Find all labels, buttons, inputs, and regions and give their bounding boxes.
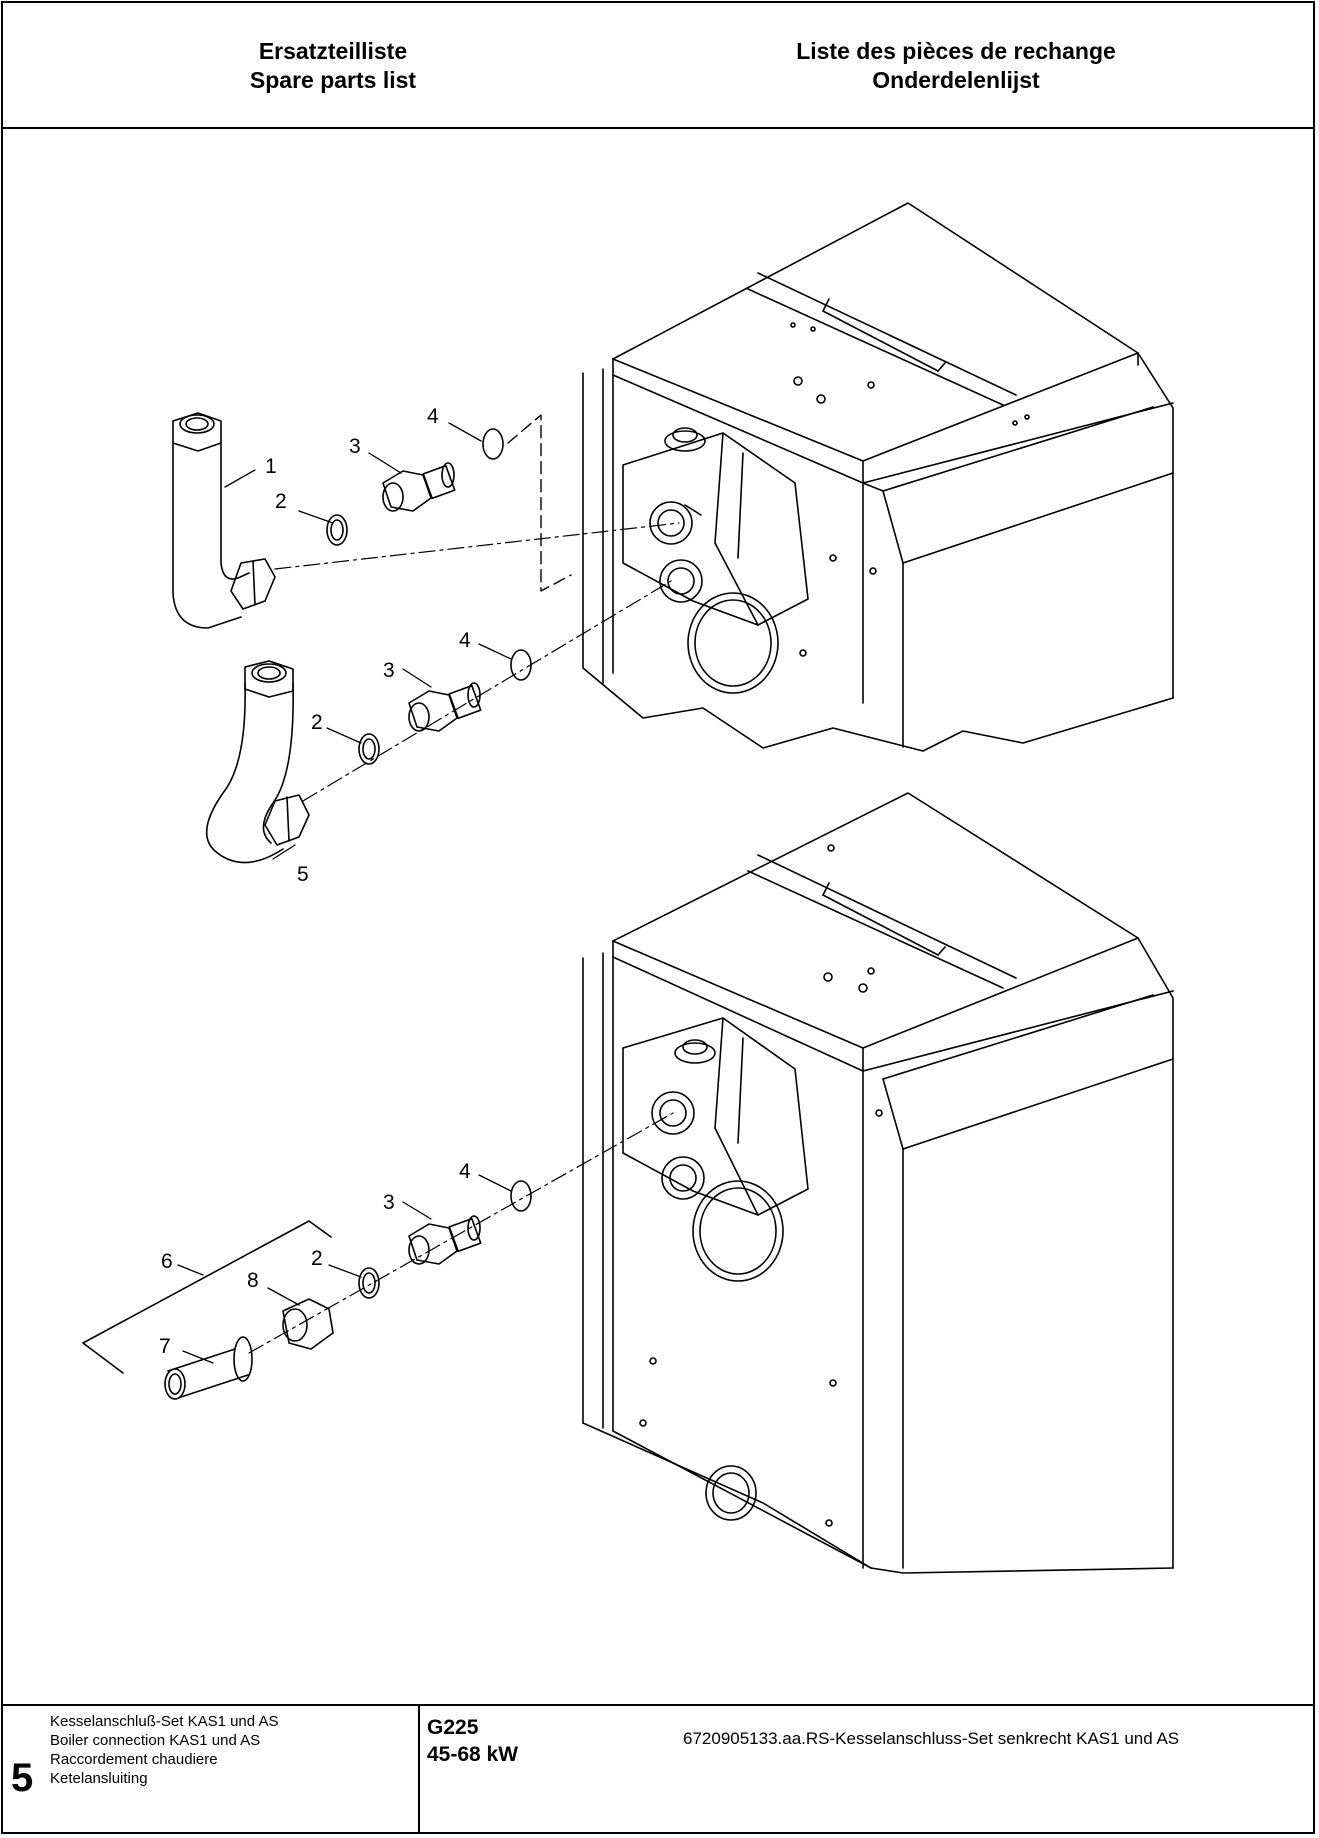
part-5-bend-pipe — [205, 660, 310, 864]
description-english: Boiler connection KAS1 und AS — [50, 1732, 261, 1749]
part-3-coupling-middle — [408, 682, 482, 732]
label-part-1: 1 — [265, 455, 277, 478]
title-french: Liste des pièces de rechange — [796, 38, 1116, 64]
footer-description: Kesselanschluß-Set KAS1 und AS Boiler co… — [50, 1712, 278, 1788]
label-part-3-lower: 3 — [383, 1191, 395, 1214]
power-range: 45-68 kW — [427, 1743, 519, 1766]
header-title-left: Ersatzteilliste Spare parts list — [133, 37, 533, 95]
footer-model-cell: G225 45-68 kW — [427, 1714, 518, 1768]
label-part-3-upper: 3 — [349, 435, 361, 458]
label-part-2-middle: 2 — [311, 711, 323, 734]
kit-bracket-6 — [82, 1220, 332, 1374]
label-part-8: 8 — [247, 1269, 259, 1292]
connector-bracket — [507, 414, 572, 592]
description-german: Kesselanschluß-Set KAS1 und AS — [50, 1713, 279, 1730]
leader-lines — [177, 422, 512, 1364]
description-french: Raccordement chaudiere — [50, 1751, 218, 1768]
title-dutch: Onderdelenlijst — [872, 67, 1040, 93]
description-dutch: Ketelansluiting — [50, 1770, 148, 1787]
drawing-caption: 6720905133.aa.RS-Kesselanschluss-Set sen… — [683, 1729, 1180, 1748]
label-part-3-middle: 3 — [383, 659, 395, 682]
label-part-4-upper: 4 — [427, 405, 439, 428]
label-part-7: 7 — [159, 1335, 171, 1358]
part-8-union-nut — [282, 1298, 334, 1350]
page-number: 5 — [11, 1756, 34, 1800]
label-part-2-lower: 2 — [311, 1247, 323, 1270]
part-1-elbow-pipe — [172, 412, 276, 629]
label-part-4-lower: 4 — [459, 1160, 471, 1183]
part-2-seals — [326, 514, 380, 1299]
part-3-coupling-upper — [382, 462, 456, 512]
part-4-o-rings — [482, 428, 532, 1212]
lower-boiler-drawing — [582, 792, 1174, 1574]
part-7-sleeve — [164, 1336, 253, 1400]
technical-illustration: 1 2 3 4 4 3 2 5 4 3 2 6 8 7 — [82, 202, 1174, 1574]
part-3-coupling-lower — [408, 1215, 482, 1265]
exploded-parts-drawing: 1 2 3 4 4 3 2 5 4 3 2 6 8 7 6720905133.a… — [3, 129, 1313, 1748]
label-part-5: 5 — [297, 863, 309, 886]
upper-boiler-drawing — [582, 202, 1174, 752]
footer-description-cell: 5 Kesselanschluß-Set KAS1 und AS Boiler … — [3, 1706, 420, 1834]
title-german: Ersatzteilliste — [258, 38, 408, 64]
label-part-2-upper: 2 — [275, 490, 287, 513]
header-title-right: Liste des pièces de rechange Onderdelenl… — [721, 37, 1191, 95]
footer: 5 Kesselanschluß-Set KAS1 und AS Boiler … — [3, 1704, 1313, 1834]
model-name: G225 — [427, 1716, 479, 1739]
centerlines — [248, 522, 680, 1354]
label-part-6: 6 — [161, 1250, 173, 1273]
title-english: Spare parts list — [249, 67, 417, 93]
header: Ersatzteilliste Spare parts list Liste d… — [3, 3, 1313, 129]
label-part-4-middle: 4 — [459, 629, 471, 652]
